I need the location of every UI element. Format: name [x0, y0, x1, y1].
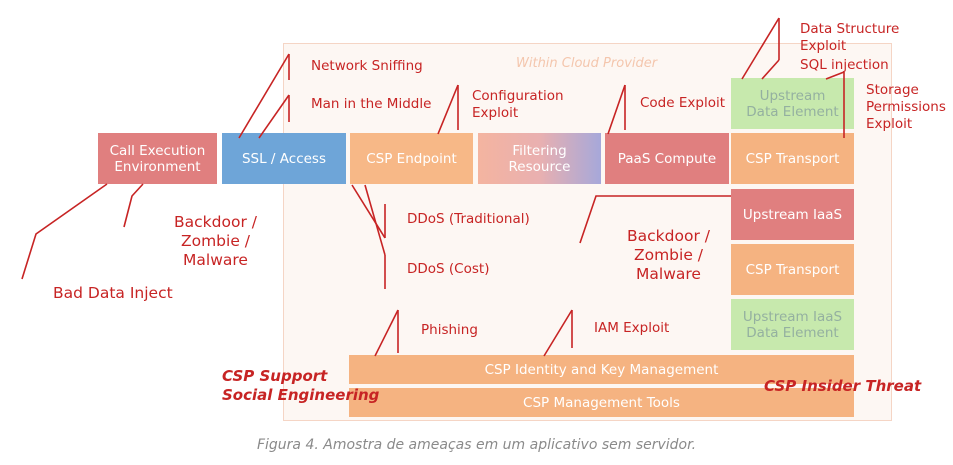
connector-line — [825, 71, 845, 80]
paas-compute-box: PaaS Compute — [605, 133, 729, 184]
connector-line — [579, 195, 731, 244]
connector-line — [543, 309, 573, 357]
connector-line — [238, 53, 290, 139]
threat-phishing: Phishing — [421, 322, 478, 338]
connector-line — [258, 94, 290, 139]
connector-line — [351, 184, 386, 239]
connector-line — [21, 183, 108, 280]
threat-data-structure-exploit: Data Structure Exploit — [800, 21, 900, 54]
filtering-resource-box: Filtering Resource — [478, 133, 601, 184]
threat-csp-insider-threat: CSP Insider Threat — [764, 377, 922, 395]
csp-identity-key-management-box: CSP Identity and Key Management — [349, 355, 854, 384]
connector-line — [437, 84, 459, 135]
upstream-iaas-data-element-box: Upstream IaaS Data Element — [731, 299, 854, 350]
threat-sql-injection: SQL injection — [800, 57, 889, 73]
threat-backdoor-right: Backdoor / Zombie / Malware — [627, 227, 710, 283]
connector-line — [374, 309, 399, 357]
threat-ddos-cost: DDoS (Cost) — [407, 261, 490, 277]
connector-line — [364, 184, 386, 256]
region-label: Within Cloud Provider — [516, 56, 658, 71]
threat-csp-support-social-engineering: CSP Support Social Engineering — [222, 367, 380, 404]
connector-line — [123, 183, 144, 228]
connector-line — [607, 84, 626, 135]
csp-management-tools-box: CSP Management Tools — [349, 388, 854, 417]
connector-line — [761, 59, 780, 80]
upstream-data-element-box: Upstream Data Element — [731, 78, 854, 129]
threat-backdoor-left: Backdoor / Zombie / Malware — [174, 213, 257, 269]
csp-transport-box-2: CSP Transport — [731, 244, 854, 295]
threat-storage-permissions-exploit: Storage Permissions Exploit — [866, 82, 946, 132]
csp-endpoint-box: CSP Endpoint — [350, 133, 473, 184]
csp-transport-box-1: CSP Transport — [731, 133, 854, 184]
threat-bad-data-inject: Bad Data Inject — [53, 284, 173, 302]
threat-code-exploit: Code Exploit — [640, 95, 725, 111]
threat-ddos-traditional: DDoS (Traditional) — [407, 211, 530, 227]
connector-line — [741, 17, 780, 80]
upstream-iaas-box: Upstream IaaS — [731, 189, 854, 240]
threat-configuration-exploit: Configuration Exploit — [472, 88, 564, 121]
ssl-access-box: SSL / Access — [222, 133, 346, 184]
threat-iam-exploit: IAM Exploit — [594, 320, 670, 336]
threat-man-in-the-middle: Man in the Middle — [311, 96, 432, 112]
threat-network-sniffing: Network Sniffing — [311, 58, 423, 74]
figure-caption: Figura 4. Amostra de ameaças em um aplic… — [256, 437, 697, 453]
call-execution-environment-box: Call Execution Environment — [98, 133, 217, 184]
